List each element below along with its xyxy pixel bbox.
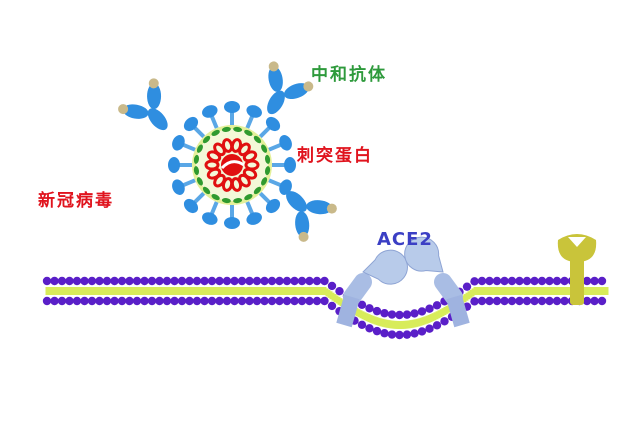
antibody [267,61,314,115]
antibody-label: 中和抗体 [311,65,387,85]
neutralizing-antibodies [118,61,337,242]
ace2-label: ACE2 [377,229,433,250]
ace2-receptor-left [336,249,408,328]
cell-membrane [42,276,609,340]
virus-label: 新冠病毒 [38,191,114,211]
coronavirus-particle [168,101,296,229]
spike-protein-label: 刺突蛋白 [297,146,373,166]
antibody [286,191,337,242]
yellow-receptor [557,234,597,305]
ace2-receptor-right [404,236,470,328]
antibody [118,78,168,131]
